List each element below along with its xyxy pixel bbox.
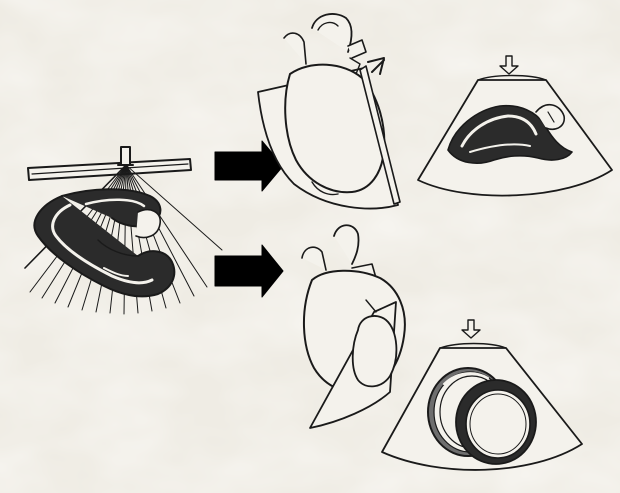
down-arrow-icon xyxy=(461,319,481,339)
short-axis-echo-panel xyxy=(381,319,583,471)
heart-under-probe xyxy=(33,188,176,298)
long-axis-heart-panel xyxy=(257,13,401,210)
right-arrow-icon xyxy=(214,140,284,192)
transducer-probe xyxy=(117,146,134,166)
down-arrow-icon xyxy=(499,55,519,75)
transducer-sweep-panel xyxy=(24,146,223,315)
long-axis-echo-panel xyxy=(417,55,613,197)
diagonal-arrow-icon xyxy=(367,57,385,75)
short-axis-heart-panel xyxy=(301,224,406,429)
right-arrow-icon xyxy=(214,244,284,298)
imaging-plane-bar xyxy=(27,158,192,181)
